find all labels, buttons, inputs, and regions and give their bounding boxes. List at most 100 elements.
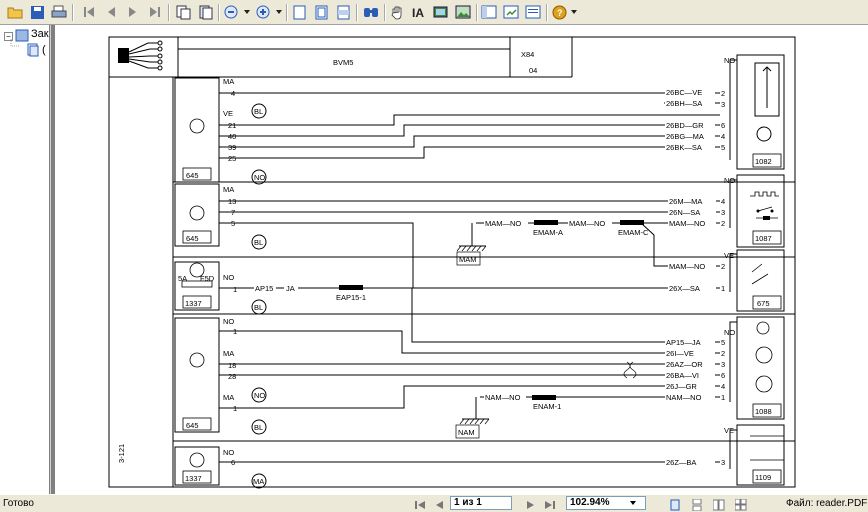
svg-text:BL: BL <box>254 107 263 116</box>
svg-text:VE: VE <box>223 109 233 118</box>
svg-text:3: 3 <box>721 208 725 217</box>
find-icon[interactable] <box>362 3 380 21</box>
connector-icon <box>118 40 163 71</box>
prev-page-button[interactable] <box>432 498 446 511</box>
svg-text:26BK—SA: 26BK—SA <box>666 143 702 152</box>
svg-text:6: 6 <box>721 121 725 130</box>
document-viewer[interactable]: BVM5 X84 04 3-121 645 645 1337 <box>51 25 868 494</box>
print-icon[interactable] <box>50 3 68 21</box>
svg-text:1337: 1337 <box>185 299 202 308</box>
svg-text:3: 3 <box>721 100 725 109</box>
zoom-in-icon[interactable] <box>254 3 272 21</box>
svg-text:26BG—MA: 26BG—MA <box>666 132 704 141</box>
svg-text:EMAM-C: EMAM-C <box>618 228 649 237</box>
svg-text:NO: NO <box>223 448 234 457</box>
svg-text:EMAM-A: EMAM-A <box>533 228 563 237</box>
toolbar: IA ? <box>0 0 868 25</box>
tree-item-root[interactable]: Зак <box>31 28 49 40</box>
svg-text:NO: NO <box>724 176 735 185</box>
snapshot-icon[interactable] <box>432 3 450 21</box>
continuous-facing-view-icon[interactable] <box>734 498 748 511</box>
image-icon[interactable] <box>454 3 472 21</box>
page-icon <box>27 43 39 57</box>
svg-text:5: 5 <box>721 143 725 152</box>
svg-text:2: 2 <box>721 349 725 358</box>
save-icon[interactable] <box>28 3 46 21</box>
header-sheet: 04 <box>529 66 537 75</box>
properties-panel-icon[interactable] <box>524 3 542 21</box>
svg-text:JA: JA <box>286 284 295 293</box>
svg-text:AP15—JA: AP15—JA <box>666 338 701 347</box>
zoom-field[interactable]: 102.94% <box>566 496 646 510</box>
svg-text:675: 675 <box>757 299 770 308</box>
tree-item-child[interactable]: ( <box>42 44 46 56</box>
next-page-button[interactable] <box>524 498 538 511</box>
tree-line <box>10 39 19 47</box>
facing-view-icon[interactable] <box>712 498 726 511</box>
svg-text:26M—MA: 26M—MA <box>669 197 702 206</box>
header-code: X84 <box>521 50 534 59</box>
svg-text:2: 2 <box>721 89 725 98</box>
svg-text:AP15: AP15 <box>255 284 273 293</box>
zoom-out-dropdown-icon[interactable] <box>244 10 250 14</box>
svg-text:1: 1 <box>233 285 237 294</box>
svg-text:BL: BL <box>254 423 263 432</box>
help-dropdown-icon[interactable] <box>571 10 577 14</box>
svg-text:1337: 1337 <box>185 474 202 483</box>
svg-text:4: 4 <box>721 197 725 206</box>
fit-page-icon[interactable] <box>312 3 330 21</box>
svg-text:26X—SA: 26X—SA <box>669 284 700 293</box>
prev-page-icon[interactable] <box>102 3 120 21</box>
left-component-labels: 645 645 1337 645 1337 5A F5D <box>178 171 215 483</box>
svg-text:2: 2 <box>721 219 725 228</box>
svg-text:5: 5 <box>721 338 725 347</box>
svg-text:NO: NO <box>254 173 265 182</box>
last-page-button[interactable] <box>543 498 557 511</box>
svg-text:1109: 1109 <box>755 473 771 482</box>
select-text-icon[interactable]: IA <box>410 3 428 21</box>
bookmarks-panel-icon[interactable] <box>502 3 520 21</box>
svg-text:MAM—NO: MAM—NO <box>485 219 521 228</box>
svg-text:NAM—NO: NAM—NO <box>666 393 702 402</box>
file-name: Файл: reader.PDF <box>786 498 868 509</box>
hand-tool-icon[interactable] <box>388 3 406 21</box>
svg-text:28: 28 <box>228 372 236 381</box>
svg-text:1088: 1088 <box>755 407 772 416</box>
zoom-in-dropdown-icon[interactable] <box>276 10 282 14</box>
svg-text:26BD—GR: 26BD—GR <box>666 121 704 130</box>
svg-text:26BA—VI: 26BA—VI <box>666 371 699 380</box>
svg-text:MAM—NO: MAM—NO <box>569 219 605 228</box>
svg-text:NO: NO <box>223 273 234 282</box>
svg-text:645: 645 <box>186 171 199 180</box>
first-page-button[interactable] <box>413 498 427 511</box>
bookmarks-tree: − Зак ( <box>0 25 50 494</box>
svg-text:MA: MA <box>223 393 234 402</box>
first-page-icon[interactable] <box>80 3 98 21</box>
last-page-icon[interactable] <box>146 3 164 21</box>
svg-text:26BH—SA: 26BH—SA <box>666 99 702 108</box>
zoom-out-icon[interactable] <box>222 3 240 21</box>
single-page-view-icon[interactable] <box>668 498 682 511</box>
svg-text:VE: VE <box>724 251 734 260</box>
pages-icon[interactable] <box>196 3 214 21</box>
ground-label-nam: NAM <box>458 428 475 437</box>
help-icon[interactable]: ? <box>550 3 568 21</box>
zoom-dropdown-icon[interactable] <box>630 501 636 505</box>
svg-text:3: 3 <box>721 458 725 467</box>
single-page-icon[interactable] <box>290 3 308 21</box>
tree-collapse-icon[interactable]: − <box>4 32 13 41</box>
fuse-id: F5D <box>200 274 215 283</box>
continuous-view-icon[interactable] <box>690 498 704 511</box>
copy-page-icon[interactable] <box>174 3 192 21</box>
svg-text:IA: IA <box>412 6 424 19</box>
page-number-field[interactable]: 1 из 1 <box>450 496 512 510</box>
next-page-icon[interactable] <box>124 3 142 21</box>
fit-width-icon[interactable] <box>334 3 352 21</box>
svg-text:MAM—NO: MAM—NO <box>669 262 705 271</box>
open-folder-icon[interactable] <box>6 3 24 21</box>
wiring-diagram: BVM5 X84 04 3-121 645 645 1337 <box>108 36 796 489</box>
svg-text:NO: NO <box>724 56 735 65</box>
status-bar: Готово 1 из 1 102.94% Файл: reader.PDF <box>0 494 868 512</box>
svg-text:EAP15-1: EAP15-1 <box>336 293 366 302</box>
thumbnails-panel-icon[interactable] <box>480 3 498 21</box>
